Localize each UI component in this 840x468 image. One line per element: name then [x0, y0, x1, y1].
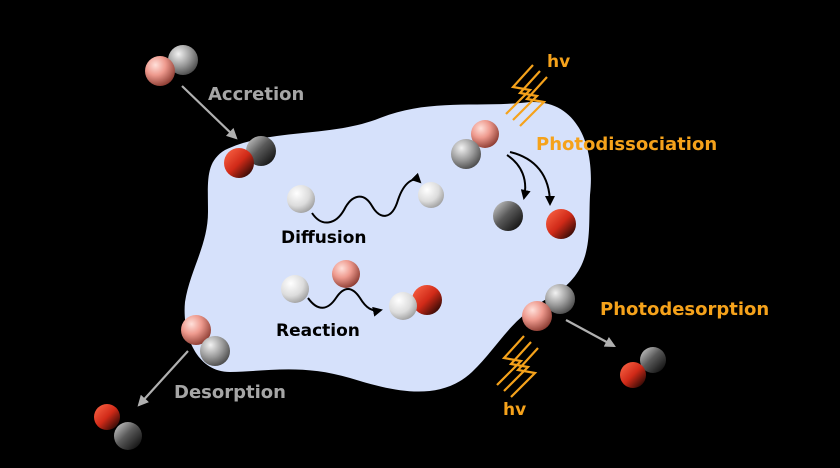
accretion-arrow — [181, 85, 238, 140]
photodissociation-arrow-right — [509, 151, 555, 206]
photodissociation-product-black — [493, 201, 523, 231]
desorption-released-molecule — [94, 404, 142, 450]
photodissociation-label: Photodissociation — [536, 134, 718, 155]
reaction-atom-pink — [332, 260, 360, 288]
diffusion-label: Diffusion — [281, 228, 367, 248]
desorption-molecule — [181, 315, 230, 366]
photodesorption-label: Photodesorption — [600, 299, 770, 320]
diffusion-atom-start — [287, 185, 315, 213]
accretion-incoming-molecule — [145, 45, 198, 86]
photodissociation-product-red — [546, 209, 576, 239]
photon-zigzag-top — [505, 64, 548, 127]
photon-label-bottom: hv — [503, 400, 527, 420]
desorption-label: Desorption — [174, 382, 286, 403]
photodissociation-molecule — [451, 120, 499, 169]
accretion-label: Accretion — [208, 84, 305, 105]
photon-label-top: hv — [547, 52, 571, 72]
photon-zigzag-bottom — [496, 335, 539, 398]
dust-grain — [184, 101, 591, 392]
accretion-adsorbed-molecule — [224, 136, 276, 178]
reaction-atom-white — [281, 275, 309, 303]
photodesorption-arrow — [565, 319, 616, 348]
photodissociation-arrow-left — [506, 154, 531, 200]
reaction-label: Reaction — [276, 321, 360, 341]
photodesorption-molecule — [522, 284, 575, 331]
desorption-arrow — [137, 350, 189, 407]
reaction-product-molecule — [389, 285, 442, 320]
reaction-wavy-arrow — [307, 288, 383, 317]
diffusion-atom-end — [418, 182, 444, 208]
diffusion-wavy-arrow — [311, 172, 422, 224]
photodesorption-released-molecule — [620, 347, 666, 388]
